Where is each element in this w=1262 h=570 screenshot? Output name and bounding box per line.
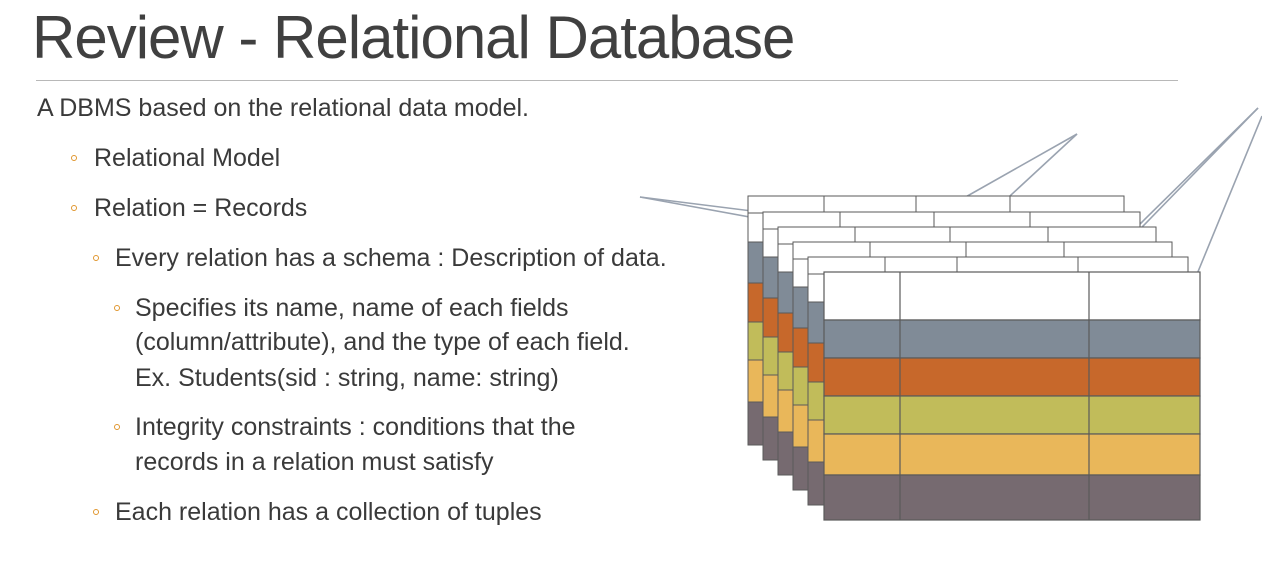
bullet-relation-records: Relation = Records <box>94 194 308 222</box>
bullet-specifies-line-3: Ex. Students(sid : string, name: string) <box>135 364 559 392</box>
bullet-marker <box>93 255 99 261</box>
bullet-marker <box>114 424 120 430</box>
title-divider <box>36 80 1178 81</box>
bullet-integrity-line-2: records in a relation must satisfy <box>135 448 494 476</box>
relation-table <box>777 226 1157 476</box>
bullet-specifies-line-2: (column/attribute), and the type of each… <box>135 328 630 356</box>
bullet-marker <box>114 305 120 311</box>
intro-text: A DBMS based on the relational data mode… <box>37 94 529 122</box>
bullet-relational-model: Relational Model <box>94 144 281 172</box>
bullet-integrity-line-1: Integrity constraints : conditions that … <box>135 413 576 441</box>
bullet-marker <box>93 509 99 515</box>
relation-table <box>792 241 1173 491</box>
callout-line <box>954 133 1078 204</box>
relation-table <box>747 195 1125 446</box>
relation-table-front <box>823 271 1201 521</box>
bullet-schema: Every relation has a schema : Descriptio… <box>115 244 667 272</box>
bullet-marker <box>71 205 77 211</box>
bullet-marker <box>71 155 77 161</box>
slide-title: Review - Relational Database <box>32 4 795 71</box>
callout-line <box>1187 115 1262 297</box>
relation-table <box>807 256 1189 506</box>
relation-stack-diagram <box>639 107 1262 521</box>
relation-table <box>762 211 1141 461</box>
bullet-specifies-line-1: Specifies its name, name of each fields <box>135 294 569 322</box>
bullet-tuples: Each relation has a collection of tuples <box>115 498 542 526</box>
